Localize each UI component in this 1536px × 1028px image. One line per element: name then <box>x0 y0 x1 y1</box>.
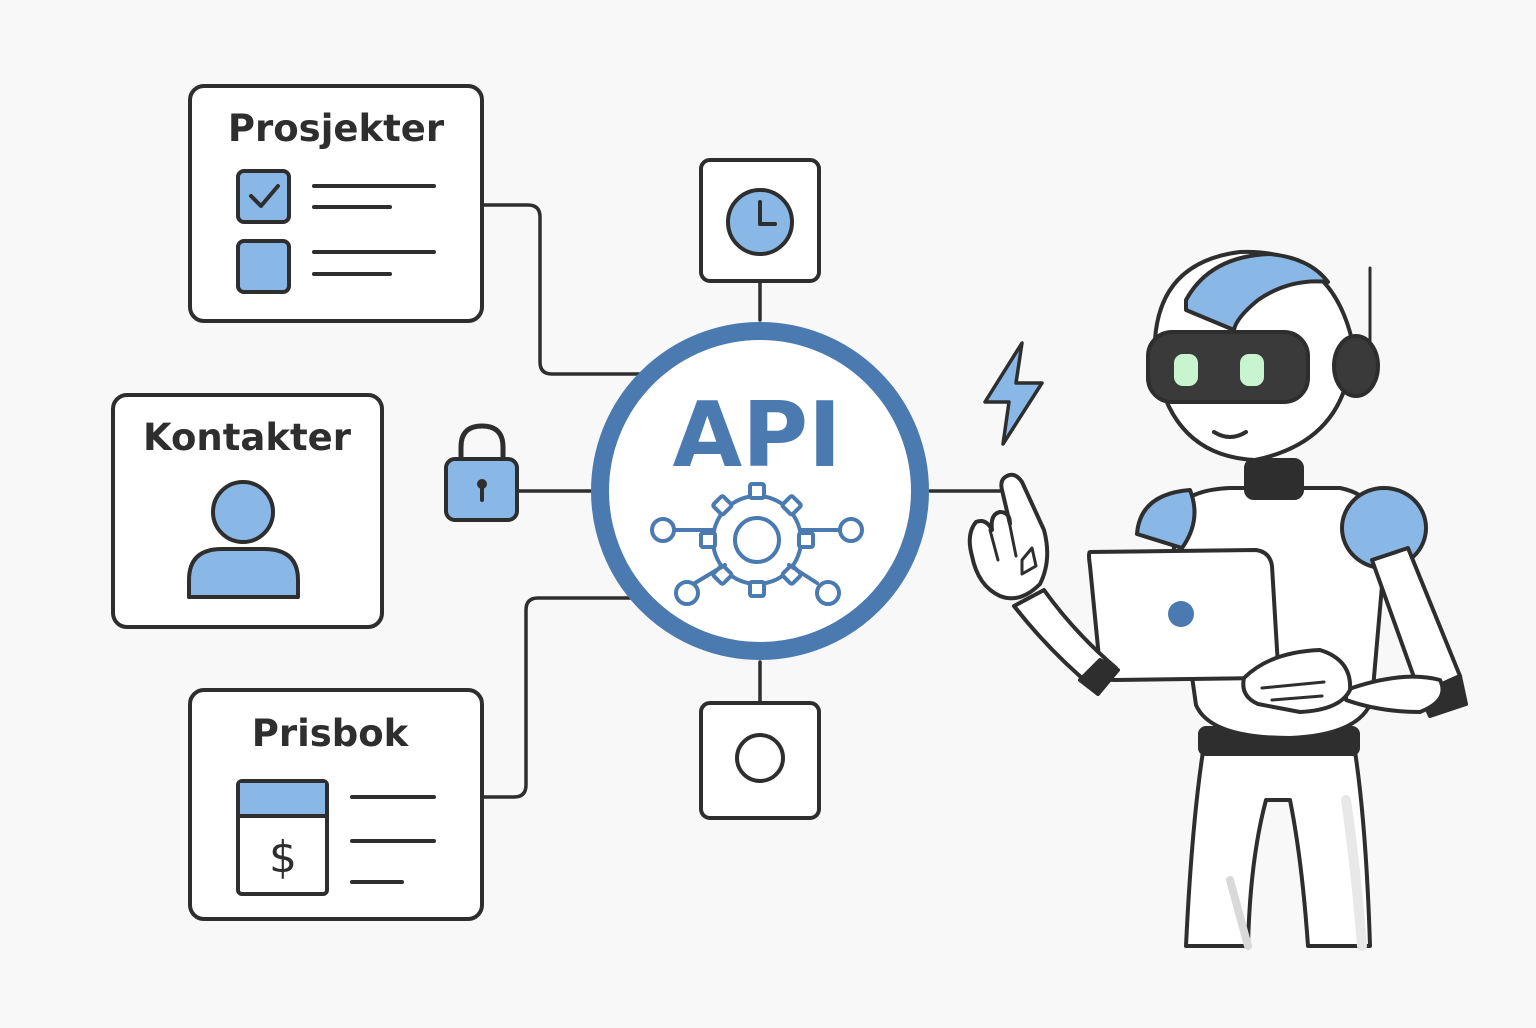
robot-smile <box>1212 430 1248 439</box>
robot-legs <box>1184 743 1372 951</box>
api-label: API <box>672 383 841 488</box>
gear-tooth <box>780 494 803 517</box>
checklist-icon <box>236 169 436 294</box>
robot-pointing-hand <box>967 472 1050 601</box>
laptop-icon <box>1087 548 1280 682</box>
robot <box>967 249 1468 951</box>
headset-icon <box>1332 266 1380 398</box>
robot-shoulder-left <box>1135 488 1197 550</box>
lock-icon <box>444 423 519 522</box>
gear-tooth <box>699 531 717 549</box>
dollar-icon: $ <box>269 832 297 883</box>
clock-icon <box>726 188 794 256</box>
card-pricebook-title: Prisbok <box>252 712 410 755</box>
card-projects-title: Prosjekter <box>228 107 445 150</box>
checked-box-icon <box>236 169 291 224</box>
unchecked-box-icon <box>236 239 291 294</box>
gear-tooth <box>748 580 766 598</box>
robot-head <box>1146 249 1380 462</box>
robot-eye-right <box>1240 354 1264 386</box>
circle-node <box>699 701 821 820</box>
gear-tooth <box>748 482 766 500</box>
user-icon <box>187 480 300 599</box>
circle-icon <box>735 733 785 783</box>
robot-neck <box>1244 458 1304 500</box>
gear-tooth <box>711 494 734 517</box>
connectors <box>480 203 1002 799</box>
robot-visor <box>1146 330 1310 404</box>
connector-pricebook <box>480 596 632 799</box>
gear-tooth <box>797 531 815 549</box>
card-contacts: Kontakter <box>111 393 384 629</box>
gear-network-icon <box>650 482 864 606</box>
card-contacts-title: Kontakter <box>143 416 352 459</box>
robot-eye-left <box>1174 354 1198 386</box>
lightning-icon <box>983 341 1044 446</box>
connector-projects <box>480 203 642 376</box>
card-projects: Prosjekter <box>188 84 484 323</box>
api-hub: API <box>591 322 929 660</box>
clock-node <box>699 158 821 283</box>
card-pricebook: Prisbok $ <box>188 688 484 921</box>
price-sheet-icon: $ <box>236 779 436 896</box>
